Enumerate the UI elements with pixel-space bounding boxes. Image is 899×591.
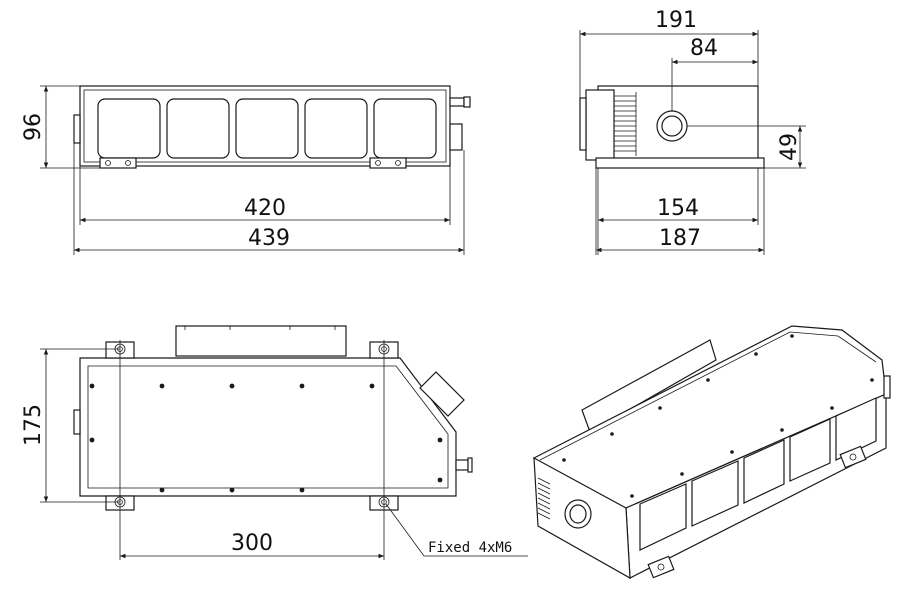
front-outer-width-dim: 439 bbox=[248, 226, 290, 251]
mount-note: Fixed 4xM6 bbox=[428, 540, 512, 556]
side-overall-width-dim: 191 bbox=[655, 8, 697, 33]
front-dimensions: 96 420 439 bbox=[21, 86, 464, 253]
heatsink-fins bbox=[614, 92, 637, 156]
side-port-height-dim: 49 bbox=[777, 133, 802, 161]
cover-screws bbox=[89, 383, 443, 493]
side-outer-base-dim: 187 bbox=[659, 226, 701, 251]
front-inner-width-dim: 420 bbox=[244, 196, 286, 221]
top-dimensions: 175 300 bbox=[21, 349, 384, 559]
front-height-dim: 96 bbox=[21, 113, 46, 141]
side-view bbox=[579, 30, 806, 255]
top-screws bbox=[562, 334, 874, 498]
top-view bbox=[40, 325, 528, 560]
side-inner-base-dim: 154 bbox=[657, 196, 699, 221]
top-depth-dim: 175 bbox=[21, 404, 46, 446]
side-dimensions: 191 84 49 154 187 bbox=[580, 8, 803, 253]
front-view bbox=[40, 85, 471, 255]
top-hole-spacing-dim: 300 bbox=[231, 531, 273, 556]
end-vents bbox=[537, 477, 551, 520]
side-port-offset-dim: 84 bbox=[690, 36, 718, 61]
isometric-view bbox=[532, 325, 891, 580]
